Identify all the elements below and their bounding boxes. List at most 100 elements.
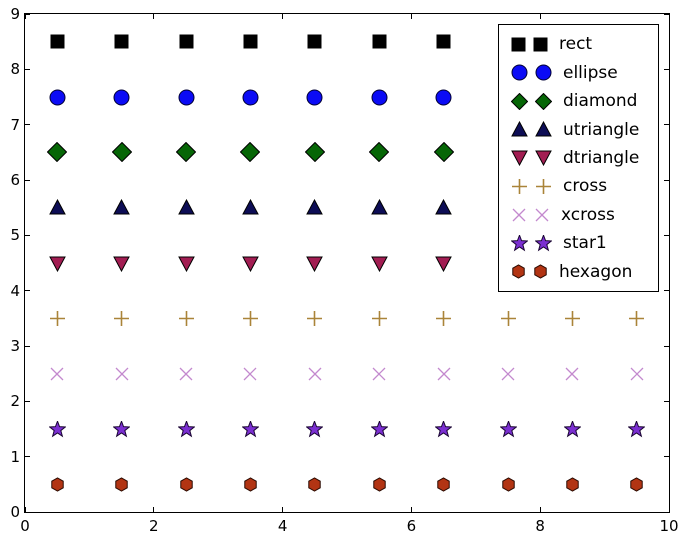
dtriangle-icon: [535, 149, 552, 167]
marker-dtriangle: [435, 255, 452, 272]
marker-dtriangle: [370, 255, 388, 272]
xcross-icon: [534, 207, 550, 223]
x-axis-tick: [668, 507, 670, 512]
marker-diamond: [111, 142, 132, 163]
x-axis-tick: [539, 14, 541, 19]
marker-diamond: [368, 142, 390, 163]
marker-rect: [179, 34, 194, 49]
y-tick-label: 2: [10, 392, 20, 411]
marker-star1: [627, 419, 647, 438]
marker-rect: [436, 34, 451, 49]
marker-xcross: [500, 366, 516, 382]
x-axis-tick: [410, 14, 412, 19]
x-tick-label: 0: [20, 517, 30, 535]
legend-label: star1: [563, 233, 607, 254]
marker-cross: [435, 310, 452, 327]
marker-dtriangle: [242, 255, 259, 272]
x-tick-label: 4: [277, 517, 288, 535]
x-axis-tick: [539, 507, 541, 512]
marker-rect: [50, 34, 65, 49]
y-axis-tick: [25, 234, 30, 236]
diamond-icon: [510, 92, 529, 110]
marker-cross: [371, 310, 388, 327]
y-axis-tick: [664, 179, 669, 181]
legend-label: dtriangle: [563, 147, 640, 168]
marker-hexagon: [114, 477, 129, 492]
marker-ellipse: [49, 89, 66, 106]
marker-dtriangle: [306, 255, 324, 272]
y-axis-tick: [664, 68, 669, 70]
ellipse-icon: [511, 64, 528, 81]
marker-xcross: [629, 366, 645, 382]
marker-hexagon: [565, 477, 580, 492]
marker-diamond: [433, 142, 454, 163]
marker-rect: [307, 34, 322, 49]
marker-xcross: [114, 366, 130, 382]
y-axis-tick: [664, 456, 669, 458]
star1-icon: [534, 233, 553, 252]
marker-star1: [176, 419, 196, 438]
y-tick-label: 7: [10, 115, 20, 134]
marker-hexagon: [307, 477, 322, 492]
diamond-icon: [534, 92, 553, 110]
marker-star1: [47, 419, 67, 438]
cross-icon: [511, 178, 528, 195]
y-axis-tick: [664, 511, 669, 513]
x-axis-tick: [282, 14, 284, 19]
legend-entry-hexagon: hexagon: [511, 262, 658, 282]
y-tick-label: 5: [10, 226, 20, 245]
y-axis-tick: [25, 345, 30, 347]
marker-star1: [563, 419, 582, 438]
marker-ellipse: [306, 89, 323, 106]
xcross-icon: [511, 207, 527, 223]
y-axis-tick: [664, 234, 669, 236]
x-tick-label: 2: [149, 517, 159, 535]
marker-xcross: [242, 366, 258, 382]
marker-cross: [178, 310, 195, 327]
marker-diamond: [46, 142, 68, 163]
marker-star1: [498, 419, 518, 438]
marker-dtriangle: [177, 255, 195, 272]
marker-xcross: [371, 366, 387, 382]
hexagon-icon: [511, 264, 526, 279]
marker-star1: [369, 419, 389, 438]
x-tick-label: 6: [406, 517, 417, 535]
legend-entry-ellipse: ellipse: [511, 63, 658, 83]
legend-entry-cross: cross: [511, 176, 658, 196]
y-axis-tick: [664, 345, 669, 347]
marker-diamond: [304, 142, 326, 163]
marker-hexagon: [372, 477, 387, 492]
cross-icon: [535, 178, 552, 195]
y-tick-label: 4: [10, 281, 20, 300]
marker-cross: [628, 310, 645, 327]
marker-diamond: [175, 142, 197, 163]
y-axis-tick: [25, 179, 30, 181]
y-tick-label: 9: [10, 5, 20, 23]
y-axis-tick: [664, 124, 669, 126]
marker-dtriangle: [48, 255, 66, 272]
y-axis-tick: [25, 511, 30, 513]
marker-cross: [242, 310, 259, 327]
marker-hexagon: [629, 477, 644, 492]
legend-entry-utriangle: utriangle: [511, 120, 658, 140]
marker-cross: [306, 310, 323, 327]
y-tick-label: 1: [10, 447, 20, 466]
x-axis-tick: [410, 507, 412, 512]
marker-xcross: [178, 366, 194, 382]
marker-cross: [500, 310, 517, 327]
marker-utriangle: [113, 199, 130, 216]
legend-label: hexagon: [559, 261, 633, 282]
legend-label: diamond: [563, 91, 638, 112]
y-tick-label: 6: [10, 171, 20, 189]
x-axis-tick: [282, 507, 284, 512]
y-axis-tick: [664, 13, 669, 15]
x-tick-label: 8: [535, 517, 545, 535]
legend-label: xcross: [561, 204, 615, 225]
y-axis-tick: [25, 13, 30, 15]
marker-rect: [372, 34, 387, 49]
marker-hexagon: [179, 477, 194, 492]
y-axis-tick: [664, 290, 669, 292]
marker-ellipse: [435, 89, 452, 106]
y-axis-tick: [25, 124, 30, 126]
